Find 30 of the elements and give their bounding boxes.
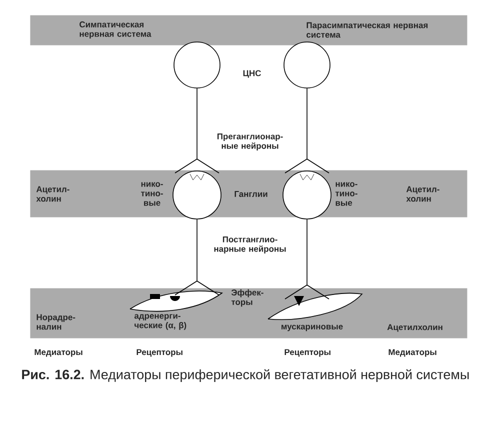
band-label: Парасимпатическая нервная система xyxy=(306,22,428,38)
band-label: адренерги- ческие (α, β) xyxy=(134,314,186,330)
axon-line xyxy=(284,88,330,174)
band-label: Ацетилхолин xyxy=(387,324,442,332)
band-label: Норадре- налин xyxy=(36,314,76,330)
band-label: Ацетил- холин xyxy=(36,186,70,202)
label: Медиаторы xyxy=(388,349,436,357)
band-label: Ацетил- холин xyxy=(406,186,440,202)
effector-drawing xyxy=(130,290,222,312)
label: Преганглионар- ные нейроны xyxy=(217,133,283,150)
band-label: Эффек- торы xyxy=(231,289,264,307)
neuron-circle xyxy=(284,42,330,88)
neuron-circle xyxy=(174,42,220,88)
band-label: мускариновые xyxy=(282,324,343,332)
label: Рецепторы xyxy=(284,349,330,357)
effector-drawing xyxy=(268,292,362,320)
axon-line xyxy=(174,219,220,296)
band-label: Ганглии xyxy=(234,191,268,197)
ganglion-circle xyxy=(282,170,332,220)
label: Постганглио- нарные нейроны xyxy=(214,236,286,254)
band-label: нико- тино- вые xyxy=(141,182,163,206)
axon-line xyxy=(284,219,330,300)
band-label: нико- тино- вые xyxy=(335,182,358,206)
label: Рецепторы xyxy=(136,349,182,357)
axon-line xyxy=(174,88,220,174)
band-label: Симпатическая нервная система xyxy=(80,21,152,39)
ganglion-circle xyxy=(172,170,222,220)
label: Медиаторы xyxy=(34,349,82,357)
caption: Рис. 16.2. Медиаторы периферической вегетативной нервной системы xyxy=(22,369,469,382)
label: ЦНС xyxy=(243,70,261,78)
